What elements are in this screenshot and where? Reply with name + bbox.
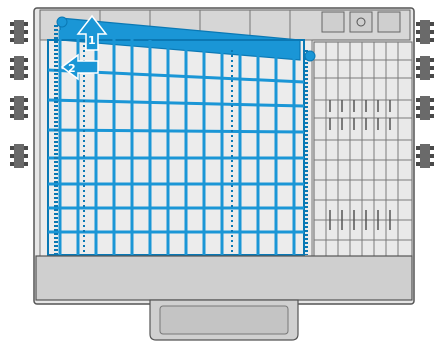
left-wheels xyxy=(10,20,28,168)
wheel-right-3 xyxy=(416,96,434,120)
step-1-number: 1 xyxy=(88,34,96,47)
wheel-left-1 xyxy=(10,20,28,44)
right-cutlery-section xyxy=(313,41,413,258)
step-1-arrow: 1 xyxy=(76,14,108,51)
wheel-right-2 xyxy=(416,56,434,80)
wheel-left-3 xyxy=(10,96,28,120)
arrow-left-icon xyxy=(60,53,99,81)
wheel-left-2 xyxy=(10,56,28,80)
bottom-tray xyxy=(35,255,413,341)
wheel-right-1 xyxy=(416,20,434,44)
right-wheels xyxy=(416,20,434,168)
wheel-right-4 xyxy=(416,144,434,168)
arrow-up-icon xyxy=(76,14,108,51)
step-2-arrow: 2 xyxy=(60,53,99,81)
wheel-left-4 xyxy=(10,144,28,168)
step-2-number: 2 xyxy=(68,62,76,75)
